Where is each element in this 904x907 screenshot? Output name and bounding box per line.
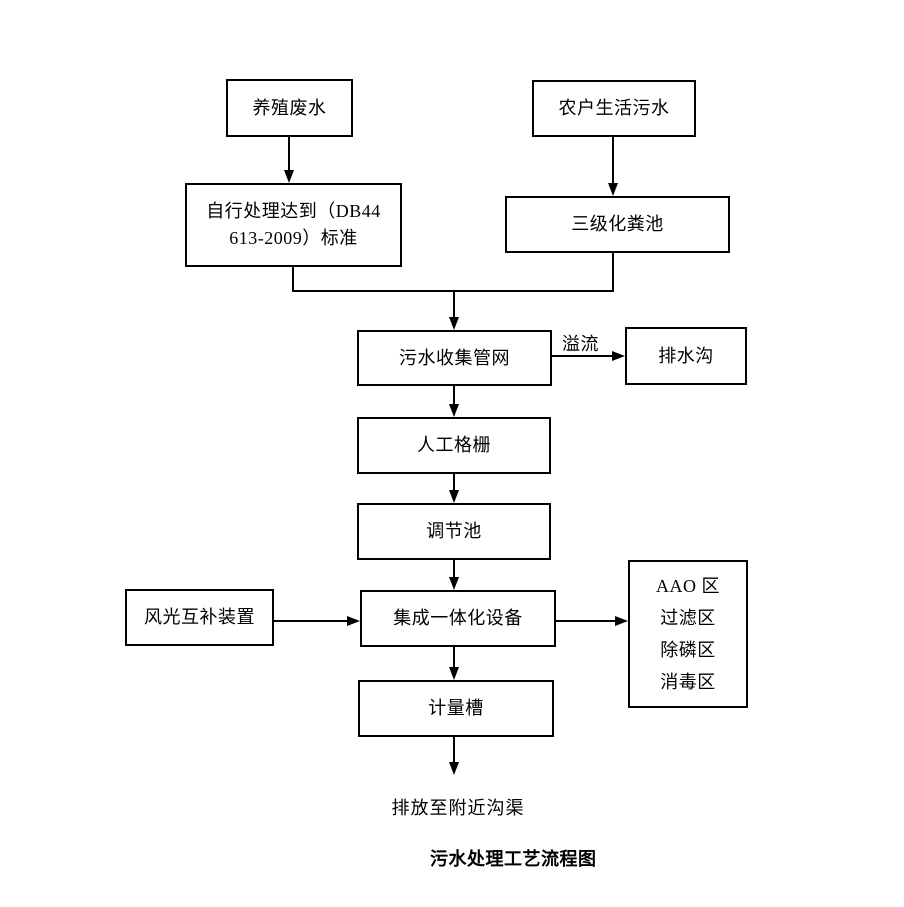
connector-flume-to-discharge: [453, 737, 455, 763]
node-self-treatment-line2: 613-2009）标准: [229, 228, 358, 248]
diagram-caption: 污水处理工艺流程图: [430, 849, 597, 869]
arrowhead-flume-to-discharge: [449, 762, 459, 775]
arrowhead-overflow: [612, 351, 625, 361]
node-self-treatment-line1: 自行处理达到（DB44: [206, 201, 381, 221]
arrowhead-household-to-septic: [608, 183, 618, 196]
connector-windsolar-to-equipment: [274, 620, 347, 622]
connector-breeding-to-selftreatment: [288, 137, 290, 172]
connector-merge-to-network: [453, 292, 455, 318]
arrowhead-network-to-screen: [449, 404, 459, 417]
connector-merge-horizontal: [292, 290, 614, 292]
node-three-stage-septic-tank-label: 三级化粪池: [571, 214, 664, 234]
connector-equipment-to-flume: [453, 647, 455, 668]
node-regulating-tank: 调节池: [357, 503, 551, 560]
node-sewage-collection-network-label: 污水收集管网: [399, 347, 510, 368]
connector-equipment-to-zones: [556, 620, 616, 622]
node-three-stage-septic-tank: 三级化粪池: [505, 196, 730, 253]
node-treatment-zones: AAO 区 过滤区 除磷区 消毒区: [628, 560, 748, 708]
node-manual-bar-screen-label: 人工格栅: [417, 435, 491, 455]
connector-overflow: [552, 355, 613, 357]
node-regulating-tank-label: 调节池: [426, 521, 482, 541]
label-overflow: 溢流: [562, 334, 599, 354]
node-self-treatment-standard: 自行处理达到（DB44 613-2009）标准: [185, 183, 402, 267]
node-wind-solar-hybrid-device-label: 风光互补装置: [144, 607, 255, 627]
node-integrated-equipment-label: 集成一体化设备: [393, 608, 523, 628]
node-breeding-wastewater: 养殖废水: [226, 79, 353, 137]
node-drainage-ditch-label: 排水沟: [658, 345, 714, 366]
zone-disinfection-label: 消毒区: [660, 671, 716, 692]
zone-phosphorus-removal-label: 除磷区: [660, 639, 716, 660]
arrowhead-merge-to-network: [449, 317, 459, 330]
node-drainage-ditch: 排水沟: [625, 327, 747, 385]
arrowhead-breeding-to-selftreatment: [284, 170, 294, 183]
connector-septic-drop: [612, 253, 614, 292]
arrowhead-equipment-to-flume: [449, 667, 459, 680]
node-manual-bar-screen: 人工格栅: [357, 417, 551, 474]
connector-tank-to-equipment: [453, 560, 455, 578]
arrowhead-tank-to-equipment: [449, 577, 459, 590]
connector-selftreatment-drop: [292, 267, 294, 292]
label-discharge-to-ditch: 排放至附近沟渠: [391, 798, 525, 818]
arrowhead-windsolar-to-equipment: [347, 616, 360, 626]
connector-network-to-screen: [453, 386, 455, 406]
zone-aao-label: AAO 区: [656, 575, 720, 596]
node-metering-flume-label: 计量槽: [428, 698, 484, 718]
arrowhead-screen-to-tank: [449, 490, 459, 503]
node-household-sewage: 农户生活污水: [532, 80, 696, 137]
node-breeding-wastewater-label: 养殖废水: [252, 97, 327, 118]
connector-screen-to-tank: [453, 474, 455, 491]
node-wind-solar-hybrid-device: 风光互补装置: [125, 589, 274, 646]
arrowhead-equipment-to-zones: [615, 616, 628, 626]
node-integrated-equipment: 集成一体化设备: [360, 590, 556, 647]
connector-household-to-septic: [612, 137, 614, 185]
node-household-sewage-label: 农户生活污水: [558, 98, 670, 118]
zone-filter-label: 过滤区: [660, 607, 716, 628]
node-metering-flume: 计量槽: [358, 680, 554, 737]
node-sewage-collection-network: 污水收集管网: [357, 330, 552, 386]
